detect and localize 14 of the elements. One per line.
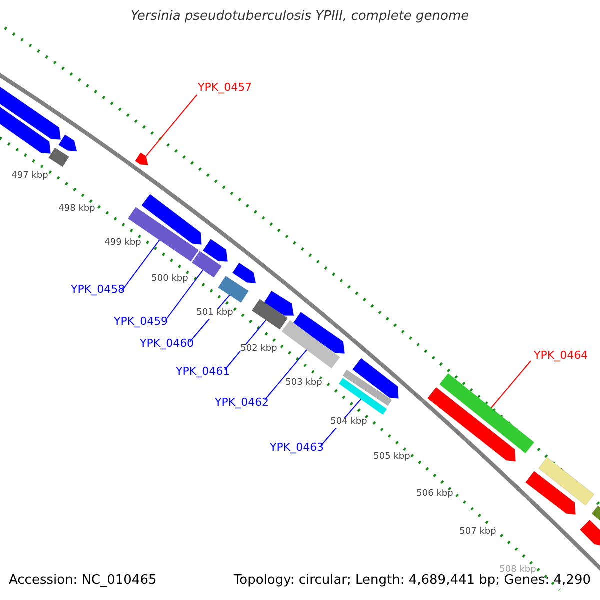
scale-label: 506 kbp	[416, 490, 454, 500]
scale-label: 499 kbp	[104, 239, 142, 249]
scale-label: 507 kbp	[460, 528, 496, 538]
title: Yersinia pseudotuberculosis YPIII, complete genome	[130, 10, 470, 24]
accession-text: Accession: NC_010465	[9, 574, 157, 588]
scale-label: 501 kbp	[196, 309, 234, 319]
genome-summary-text: Topology: circular; Length: 4,689,441 bp; Genes: 4,290	[234, 574, 591, 588]
scale-label: 500 kbp	[152, 275, 188, 285]
scale-label: 498 kbp	[58, 205, 96, 215]
scale-label: 504 kbp	[330, 418, 368, 428]
scale-label: 497 kbp	[12, 172, 48, 182]
scale-label: 505 kbp	[374, 453, 410, 463]
scale-label: 502 kbp	[240, 345, 278, 355]
scale-label: 503 kbp	[286, 379, 322, 389]
